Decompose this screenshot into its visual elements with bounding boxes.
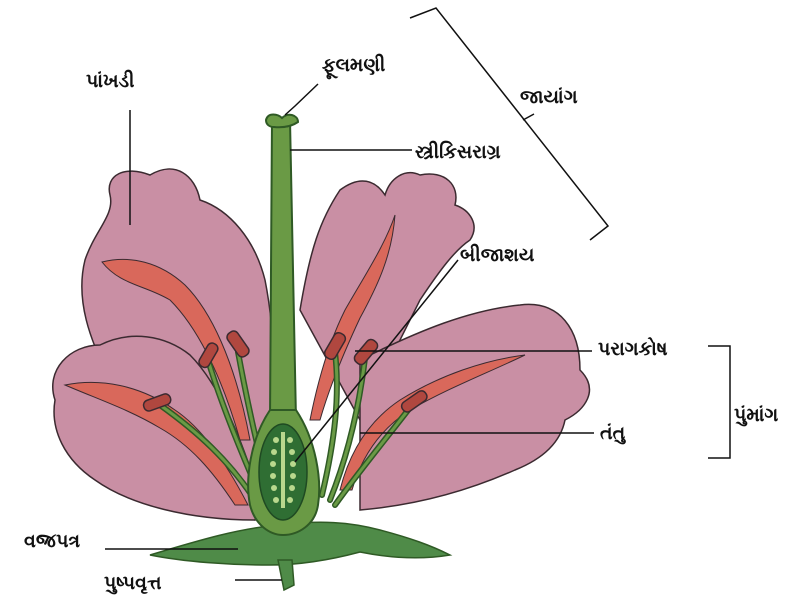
label-ovary: બીજાશય — [460, 246, 534, 265]
leader-stigma — [285, 84, 318, 115]
label-filament: તંતુ — [600, 424, 625, 443]
pistil-stigma — [266, 115, 298, 128]
label-androecium: પુંમાંગ — [734, 406, 778, 425]
label-stigma: ફૂલમણી — [322, 56, 385, 75]
label-pedicel: પુષ્પવૃત્ત — [104, 574, 161, 593]
pistil-style — [270, 120, 296, 420]
label-sepal: વજ્રપત્ર — [24, 532, 80, 551]
bracket-gynoecium-tick — [523, 114, 534, 120]
label-petal: પાંખડી — [86, 72, 134, 91]
bracket-androecium — [708, 346, 730, 458]
label-style: સ્ત્રીકિસરાગ્ર — [415, 143, 501, 162]
pedicel-stem — [278, 560, 294, 590]
label-anther: પરાગકોષ — [598, 340, 667, 359]
label-gynoecium: જાયાંગ — [520, 88, 578, 107]
